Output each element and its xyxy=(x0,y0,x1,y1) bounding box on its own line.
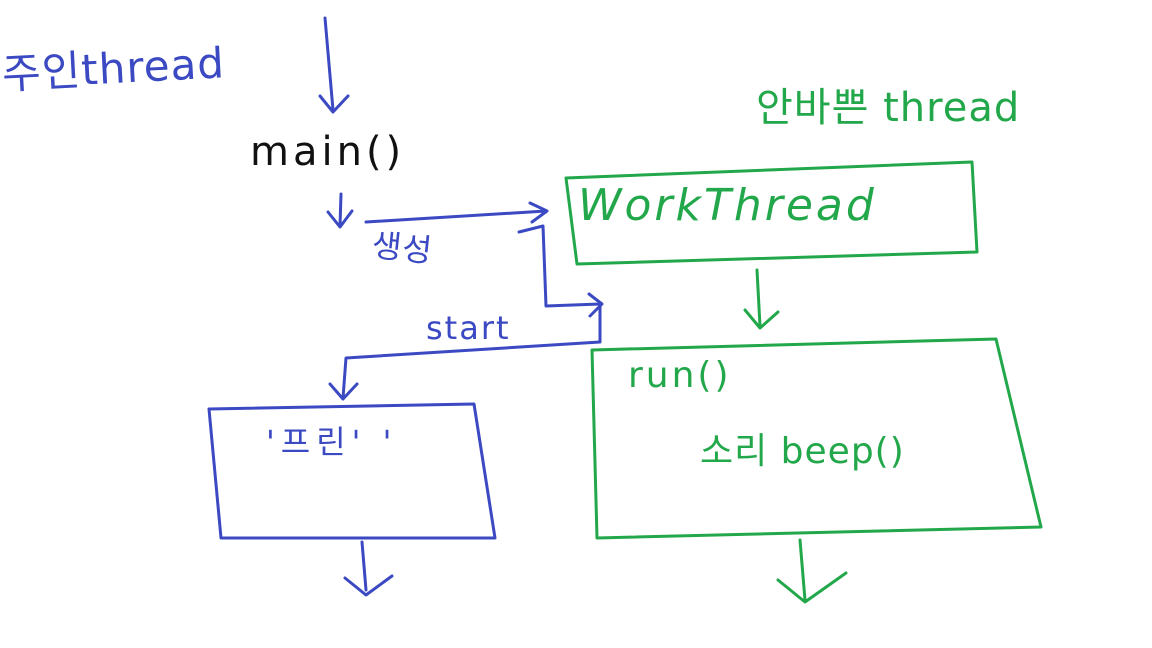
workthread-box-title: WorkThread xyxy=(578,180,877,231)
work-thread-flow xyxy=(564,160,1043,604)
run-box xyxy=(590,337,1043,540)
print-box-label: '프린' ' xyxy=(266,423,398,461)
create-arrow xyxy=(364,201,549,224)
run-function-label: run() xyxy=(628,355,732,396)
main-exit-arrow xyxy=(343,540,394,597)
run-down-arrow xyxy=(743,268,780,330)
workthread-box xyxy=(564,160,979,266)
beep-call-label: 소리 beep() xyxy=(700,431,905,472)
create-label: 생성 xyxy=(370,225,435,271)
main-thread-flow xyxy=(207,16,604,597)
main-down-arrow xyxy=(326,192,354,229)
work-thread-label: 안바쁜 thread xyxy=(756,85,1021,131)
start-loop-arrow xyxy=(328,224,604,401)
main-entry-arrow xyxy=(318,16,350,114)
start-label: start xyxy=(426,309,511,347)
main-function-label: main() xyxy=(250,129,406,175)
main-thread-label: 주인thread xyxy=(0,38,227,99)
print-box xyxy=(207,402,497,540)
work-exit-arrow xyxy=(776,538,848,604)
